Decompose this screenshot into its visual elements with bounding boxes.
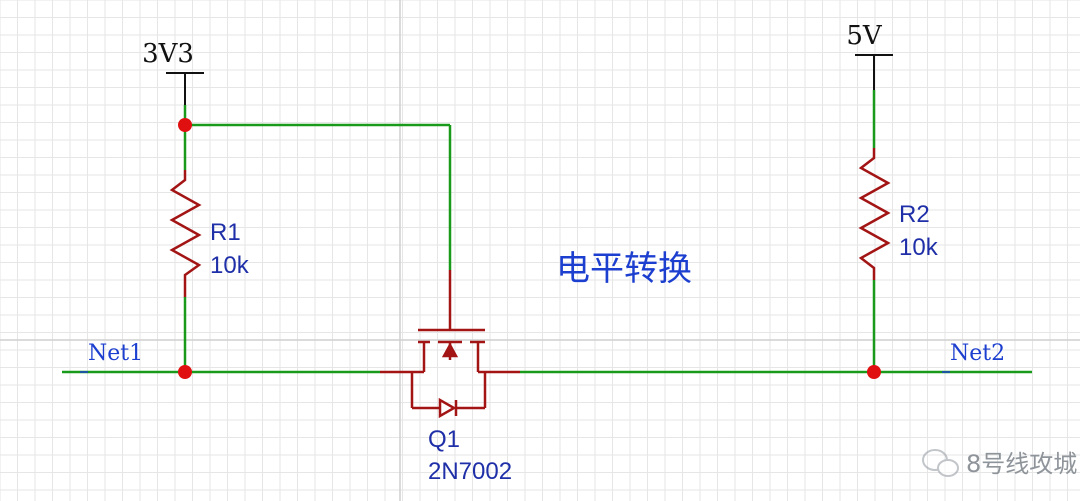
resistor-r1: [169, 170, 202, 297]
net-label-net1: Net1: [88, 341, 143, 366]
r2-value-label: 10k: [899, 234, 939, 261]
wechat-icon: [922, 449, 959, 477]
junction-net2: [867, 365, 881, 379]
q1-ref-label: Q1: [428, 426, 460, 453]
wires: [62, 90, 1032, 374]
junction-net1: [178, 365, 192, 379]
watermark: 8号线攻城: [922, 449, 1077, 478]
power-label-5v: 5V: [846, 21, 883, 51]
mosfet-q1: [380, 270, 520, 419]
power-symbol-3v3: 3V3: [142, 39, 204, 105]
r1-value-label: 10k: [210, 252, 250, 279]
net-label-net2: Net2: [950, 341, 1005, 366]
junctions: [178, 118, 881, 379]
resistor-r2: [858, 148, 891, 280]
annotation-level-shift: 电平转换: [556, 249, 692, 289]
power-label-3v3: 3V3: [142, 39, 194, 69]
r2-ref-label: R2: [899, 201, 930, 228]
watermark-text: 8号线攻城: [966, 450, 1077, 478]
r1-ref-label: R1: [210, 219, 241, 246]
power-symbol-5v: 5V: [846, 21, 893, 90]
q1-part-label: 2N7002: [428, 458, 512, 485]
junction-3v3: [178, 118, 192, 132]
